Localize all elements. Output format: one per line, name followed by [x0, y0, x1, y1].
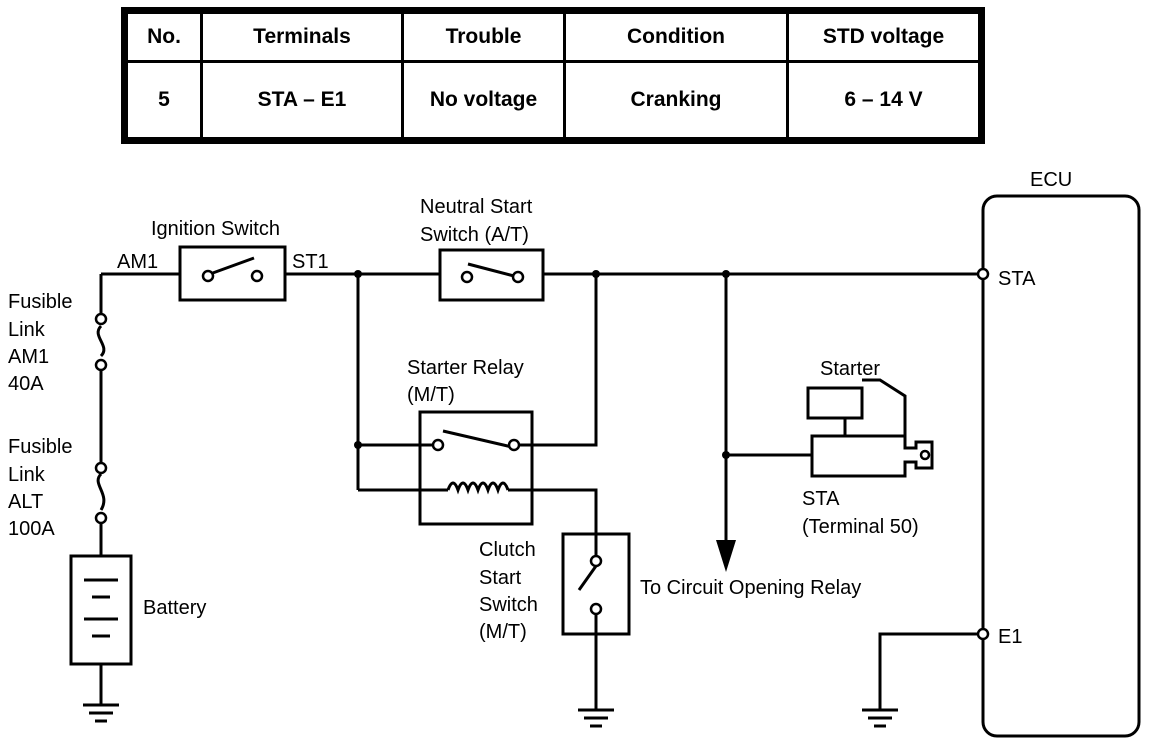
ecu-e1-terminal: [976, 627, 990, 641]
starter-solenoid: [806, 386, 864, 420]
label-fusible-am1-4: 40A: [8, 373, 44, 395]
label-fusible-alt-2: Link: [8, 464, 46, 486]
header-std-voltage: STD voltage: [786, 11, 981, 63]
starter-housing: [862, 378, 907, 436]
header-no: No.: [125, 11, 203, 63]
label-fusible-am1-3: AM1: [8, 346, 49, 368]
ground-battery-icon: [83, 703, 119, 723]
ignition-terminal-left: [201, 269, 215, 283]
label-clutch-2: Start: [479, 567, 522, 589]
label-neutral-start-1: Neutral Start: [420, 196, 533, 218]
cell-std-voltage: 6 – 14 V: [786, 60, 981, 140]
fuse-alt-bottom: [94, 511, 108, 525]
ignition-terminal-right: [250, 269, 264, 283]
label-ecu: ECU: [1030, 169, 1072, 191]
label-starter: Starter: [820, 358, 880, 380]
arrow-down-icon: [716, 540, 736, 572]
wire-e1-ground: [878, 632, 980, 710]
neutral-start-switch-box: [438, 248, 545, 302]
fusible-link-alt-symbol: [96, 472, 106, 511]
label-starter-relay-2: (M/T): [407, 384, 455, 406]
label-circuit-opening-relay: To Circuit Opening Relay: [640, 577, 861, 599]
label-clutch-3: Switch: [479, 594, 538, 616]
label-clutch-4: (M/T): [479, 621, 527, 643]
clutch-terminal-top: [589, 554, 603, 568]
neutral-terminal-right: [511, 270, 525, 284]
starter-relay-coil: [446, 481, 510, 495]
table-header-row: No. Terminals Trouble Condition STD volt…: [125, 11, 981, 63]
ignition-switch-contact: [209, 256, 255, 276]
label-clutch-1: Clutch: [479, 539, 536, 561]
clutch-terminal-bottom: [589, 602, 603, 616]
label-fusible-alt-3: ALT: [8, 491, 43, 513]
ground-e1-icon: [862, 708, 898, 728]
fuse-am1-top: [94, 312, 108, 326]
junction-st1: [354, 270, 362, 278]
header-terminals: Terminals: [200, 11, 404, 63]
label-sta-terminal-2: (Terminal 50): [802, 516, 919, 538]
fusible-link-am1-symbol: [96, 324, 106, 358]
junction-relay-in: [354, 441, 362, 449]
junction-starter: [722, 451, 730, 459]
relay-terminal-right: [507, 438, 521, 452]
label-neutral-start-2: Switch (A/T): [420, 224, 529, 246]
label-sta-terminal-1: STA: [802, 488, 840, 510]
cell-condition: Cranking: [563, 60, 789, 140]
label-fusible-alt-1: Fusible: [8, 436, 72, 458]
fuse-am1-bottom: [94, 358, 108, 372]
battery-box: [69, 554, 133, 666]
wire-relay-out: [512, 274, 598, 447]
header-condition: Condition: [563, 11, 789, 63]
label-fusible-alt-4: 100A: [8, 518, 55, 540]
relay-terminal-left: [431, 438, 445, 452]
starter-relay-box: [418, 410, 534, 526]
cell-no: 5: [125, 60, 203, 140]
ignition-switch-box: [178, 245, 287, 302]
label-fusible-am1-1: Fusible: [8, 291, 72, 313]
label-e1-ecu: E1: [998, 626, 1022, 648]
cell-trouble: No voltage: [401, 60, 566, 140]
label-battery: Battery: [143, 597, 206, 619]
battery-cells: [84, 578, 118, 638]
label-ignition-switch: Ignition Switch: [151, 218, 280, 240]
fuse-alt-top: [94, 461, 108, 475]
header-trouble: Trouble: [401, 11, 566, 63]
cell-terminals: STA – E1: [200, 60, 404, 140]
neutral-switch-contact: [467, 262, 515, 278]
starter-relay-contact: [442, 429, 513, 449]
starter-terminal: [919, 449, 931, 461]
label-am1: AM1: [117, 251, 158, 273]
label-st1: ST1: [292, 251, 329, 273]
junction-relay-out: [592, 270, 600, 278]
table-row: 5 STA – E1 No voltage Cranking 6 – 14 V: [125, 60, 981, 140]
ecu-box: [981, 194, 1141, 738]
neutral-terminal-left: [460, 270, 474, 284]
ecu-sta-terminal: [976, 267, 990, 281]
junction-circuit-opening: [722, 270, 730, 278]
label-sta-ecu: STA: [998, 268, 1036, 290]
label-fusible-am1-2: Link: [8, 319, 46, 341]
clutch-switch-contact: [577, 565, 598, 591]
spec-table: No. Terminals Trouble Condition STD volt…: [121, 7, 985, 144]
label-starter-relay-1: Starter Relay: [407, 357, 524, 379]
ground-clutch-icon: [578, 708, 614, 728]
starter-motor-body: [810, 434, 934, 478]
